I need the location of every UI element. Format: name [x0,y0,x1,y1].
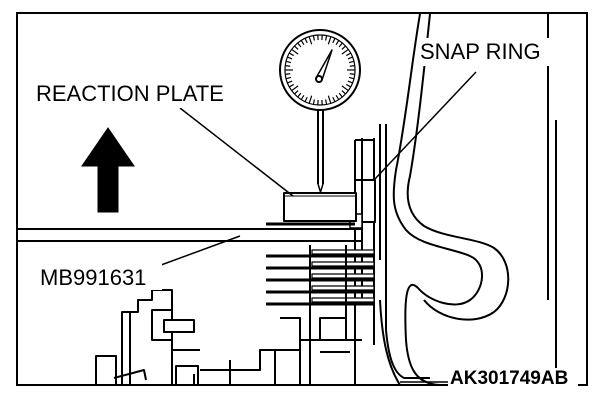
reaction-plate-label: REACTION PLATE [36,81,224,106]
dial-tick [341,85,349,92]
reaction-plate-label-bg [36,80,244,108]
dial-tick [291,85,299,92]
reaction-plate-part [283,192,357,222]
dial-tick [348,60,355,64]
dial-tick [285,65,291,67]
dial-indicator-icon [279,29,361,193]
dial-tick [297,42,302,48]
lower-assembly [95,289,301,384]
dial-tick [341,90,346,95]
dial-tick [349,73,355,75]
reaction-plate-leader [179,107,294,197]
dial-tick [347,80,353,84]
dial-tick [335,95,340,100]
dial-tick [341,48,349,55]
tool-label-bg [40,264,162,290]
dial-tick [327,95,332,104]
dial-tick [346,83,351,88]
dial-tick [291,48,299,55]
dial-tick [325,99,328,105]
dial-tick [304,38,308,44]
dial-tick [338,42,343,48]
dial-tick [304,96,308,102]
dial-tick [349,65,355,67]
dial-tick [289,52,294,57]
dial-tick [312,99,315,105]
dial-tick [332,96,336,102]
dial-tick [327,36,332,45]
dial-tick [341,45,346,50]
dial-tick [285,60,292,64]
dial-tick [332,38,336,44]
dial-tick [285,73,291,75]
figure-code-bg [448,368,578,390]
dial-tick [308,36,313,45]
dial-tick [287,56,293,60]
dial-tick [289,83,294,88]
dial-tick [346,52,351,57]
dial-tick [294,90,299,95]
clutch-plates [266,222,375,384]
snap-ring-leader [373,71,477,181]
dial-tick [335,40,340,45]
dial-tick [300,95,305,100]
dial-tick [347,56,353,60]
dial-tick [312,35,315,41]
dial-tick [308,95,313,104]
tool-number-label: MB991631 [40,265,146,290]
dial-tick [300,40,305,45]
straight-edge-tool [18,228,363,242]
figure-code-label: AK301749AB [450,368,568,389]
dial-tick [348,76,355,80]
snap-ring-label-bg [418,38,556,66]
dial-tick [294,45,299,50]
dial-tick [297,92,302,98]
dial-tick [287,80,293,84]
snap-ring-label: SNAP RING [420,39,541,64]
dial-tick [285,76,292,80]
dial-tick [338,92,343,98]
up-arrow-icon [81,127,135,213]
dial-tick [325,35,328,41]
